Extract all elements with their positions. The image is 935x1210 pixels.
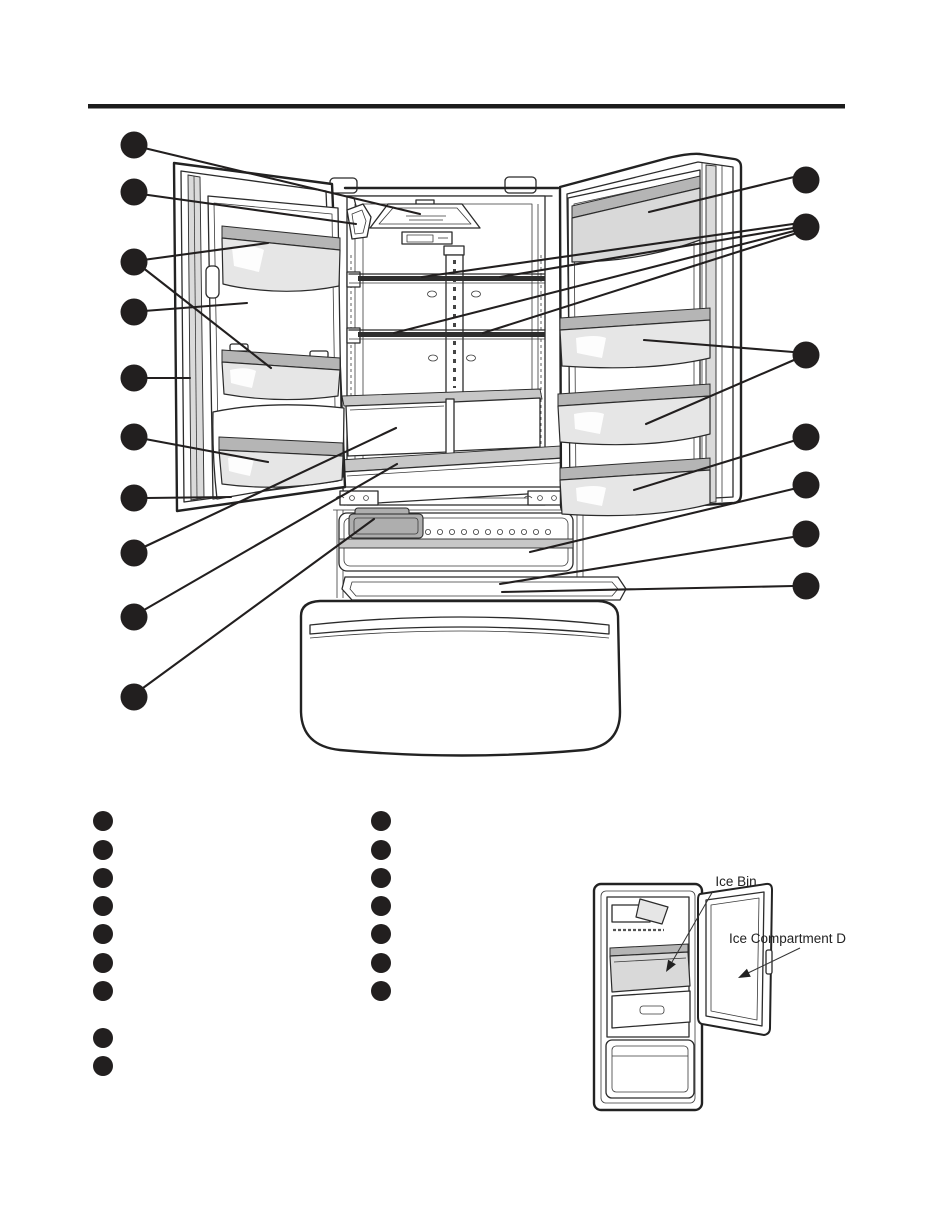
control-display xyxy=(401,231,453,245)
right-door-bin-middle xyxy=(557,383,711,446)
left-door-bin-middle xyxy=(221,343,341,401)
legend-dots-right-column xyxy=(371,811,391,1001)
callout-left-5 xyxy=(120,364,148,392)
callout-left-1 xyxy=(120,131,148,159)
glass-shelf-lower xyxy=(346,327,546,344)
callout-right-5 xyxy=(792,471,820,499)
callout-circles-left xyxy=(120,131,148,711)
callout-left-6 xyxy=(120,423,148,451)
ice-bin-label: Ice Bin xyxy=(715,874,756,889)
ice-bin-callout: Ice Bin xyxy=(666,874,757,972)
right-door xyxy=(557,152,743,517)
ice-bottom-drawer xyxy=(605,1039,695,1099)
ice-compartment-inset: Ice Bin Ice Compartment D xyxy=(592,874,846,1112)
callout-right-4 xyxy=(792,423,820,451)
ice-maker xyxy=(611,898,669,932)
callout-right-1 xyxy=(792,166,820,194)
callout-left-7 xyxy=(120,484,148,512)
legend-dot xyxy=(371,953,391,973)
ice-compartment-label: Ice Compartment D xyxy=(729,931,846,946)
legend-dot xyxy=(93,868,113,888)
left-hinge-tab xyxy=(329,177,358,194)
legend-dot xyxy=(93,981,113,1001)
legend-dot xyxy=(371,868,391,888)
rail-bracket-right xyxy=(523,490,567,506)
callout-right-3 xyxy=(792,341,820,369)
left-door-bin-bottom xyxy=(212,404,345,500)
freezer-ice-tray xyxy=(348,507,424,539)
callout-left-8 xyxy=(120,539,148,567)
rail-bracket-left xyxy=(335,490,379,506)
deli-drawers xyxy=(341,388,543,457)
ice-compartment-arrow xyxy=(738,968,751,978)
legend-dot xyxy=(93,840,113,860)
center-mullion xyxy=(443,245,465,394)
freezer-section xyxy=(332,486,627,601)
section-divider xyxy=(88,104,845,109)
callout-left-4 xyxy=(120,298,148,326)
leader-lines xyxy=(138,145,796,690)
door-liner-grip xyxy=(205,265,220,299)
legend-dot xyxy=(371,896,391,916)
callout-circles-right xyxy=(792,166,820,600)
ice-compartment-door xyxy=(697,882,773,1036)
freezer-drawer-front xyxy=(299,599,622,757)
basket-rail-holes xyxy=(424,529,552,536)
legend-dots-left-column xyxy=(93,811,113,1076)
legend-dot xyxy=(93,811,113,831)
right-door-bin-lower xyxy=(559,457,711,517)
left-door xyxy=(172,161,347,513)
callout-left-2 xyxy=(120,178,148,206)
legend-dot xyxy=(93,896,113,916)
ice-bin-arrow xyxy=(666,959,676,972)
legend-dot xyxy=(93,1028,113,1048)
legend-dot xyxy=(371,924,391,944)
legend-dot xyxy=(93,1056,113,1076)
callout-right-2 xyxy=(792,213,820,241)
legend-dot xyxy=(371,981,391,1001)
right-hinge-tab xyxy=(504,176,537,194)
drawer-handle-groove xyxy=(309,616,610,635)
left-door-bin-top xyxy=(221,225,341,292)
legend-dot xyxy=(371,811,391,831)
callout-left-9 xyxy=(120,603,148,631)
freezer-lower-tray xyxy=(341,576,627,601)
callout-left-3 xyxy=(120,248,148,276)
ice-lower-tray xyxy=(611,990,691,1029)
right-door-bin-upper xyxy=(559,307,711,369)
ceiling-control-housing xyxy=(369,199,481,229)
legend-dot xyxy=(93,953,113,973)
legend-dot xyxy=(93,924,113,944)
legend-dot xyxy=(371,840,391,860)
callout-left-10 xyxy=(120,683,148,711)
back-wall-vents xyxy=(427,290,481,362)
callout-right-7 xyxy=(792,572,820,600)
callout-right-6 xyxy=(792,520,820,548)
ice-compartment-callout: Ice Compartment D xyxy=(729,931,846,978)
water-filter xyxy=(346,197,372,240)
